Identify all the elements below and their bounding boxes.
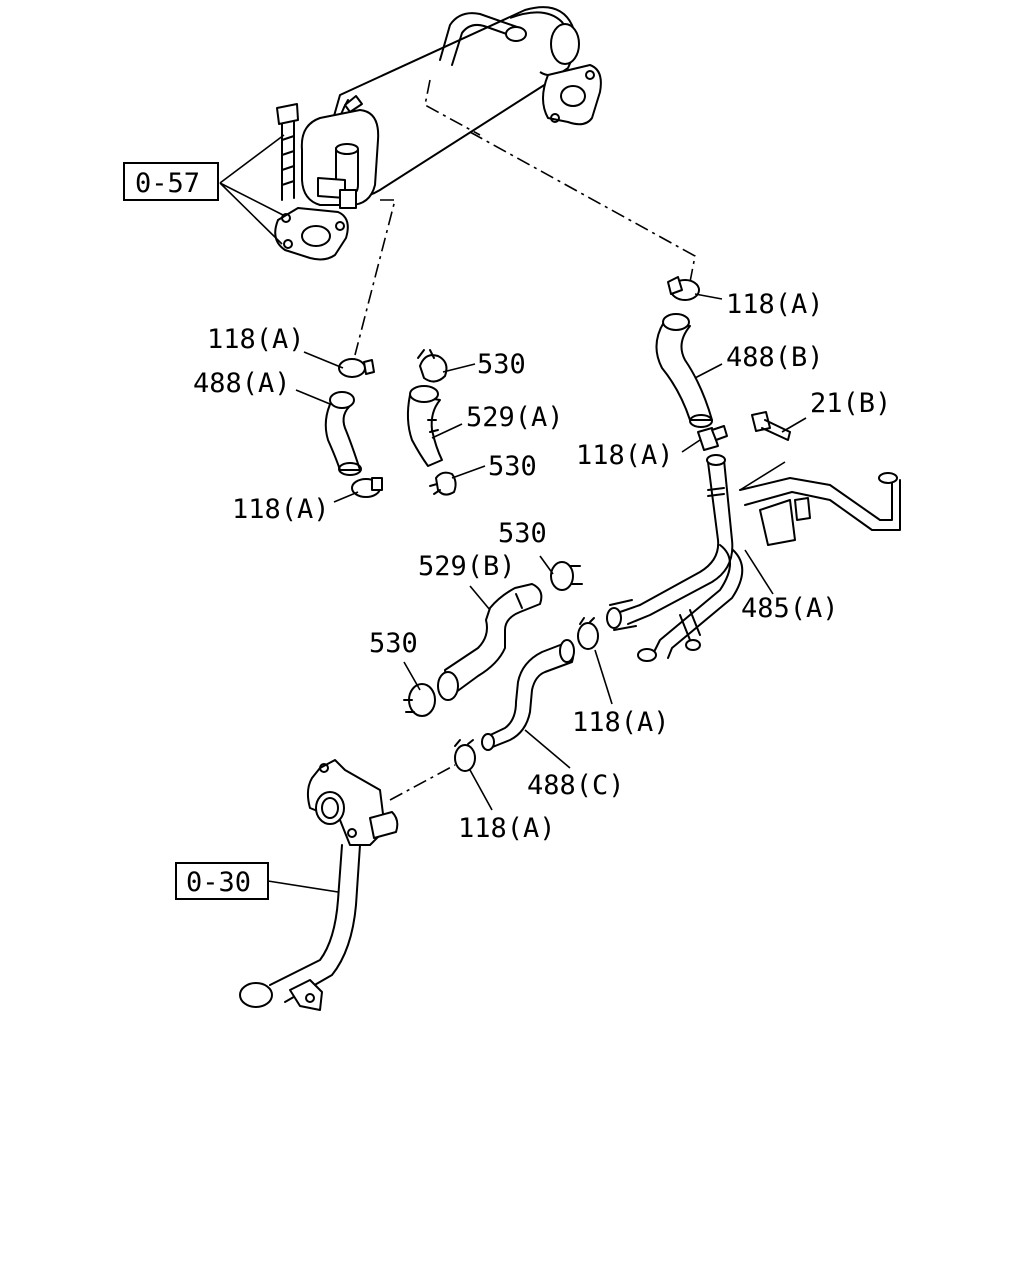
clamp-118a-left-top [338, 358, 375, 378]
callout-530-2[interactable]: 530 [488, 451, 537, 482]
callout-labels: 118(A) 488(B) 21(B) 118(A) 118(A) 488(A)… [193, 289, 891, 844]
callout-118a-top-right[interactable]: 118(A) [726, 289, 824, 320]
callout-530-4[interactable]: 530 [369, 628, 418, 659]
leader-0-57 [219, 134, 285, 245]
bolt-21b [751, 411, 791, 441]
callout-530-3[interactable]: 530 [498, 518, 547, 549]
clamp-530-1 [417, 349, 448, 383]
callout-118a-left-top[interactable]: 118(A) [207, 324, 305, 355]
callout-118a-center[interactable]: 118(A) [572, 707, 670, 738]
pipe-485a [606, 454, 901, 662]
hose-488a [324, 391, 362, 476]
callout-leaders [295, 293, 807, 811]
callout-488c[interactable]: 488(C) [527, 770, 625, 801]
water-pipe-0-30 [239, 759, 399, 1011]
ref-label: 0-57 [135, 168, 200, 199]
connector-0-30-to-488c [389, 764, 456, 801]
egr-cooler [274, 6, 602, 261]
callout-118a-mid-right[interactable]: 118(A) [576, 440, 674, 471]
hose-529b [437, 583, 543, 701]
hose-488b [655, 313, 713, 428]
clamp-118a-top-right [667, 276, 700, 301]
callout-488a[interactable]: 488(A) [193, 368, 291, 399]
connector-cooler-to-488b [469, 131, 696, 283]
ref-label: 0-30 [186, 867, 251, 898]
clamp-118a-center [577, 617, 599, 650]
callout-485a[interactable]: 485(A) [741, 593, 839, 624]
ref-0-30[interactable]: 0-30 [175, 862, 269, 900]
clamp-118a-left-bottom [351, 477, 383, 498]
ref-0-57[interactable]: 0-57 [123, 162, 219, 201]
clamp-530-4 [403, 683, 436, 717]
callout-488b[interactable]: 488(B) [726, 342, 824, 373]
hose-529a [406, 385, 443, 467]
leader-0-30 [267, 880, 339, 893]
clamp-118a-bottom [454, 739, 476, 772]
callout-118a-bottom[interactable]: 118(A) [458, 813, 556, 844]
clamp-118a-mid-right [697, 425, 728, 451]
callout-529a[interactable]: 529(A) [466, 402, 564, 433]
clamp-530-2 [429, 471, 457, 496]
callout-530-1[interactable]: 530 [477, 349, 526, 380]
connector-cooler-to-488a [354, 199, 397, 356]
hose-488c [481, 639, 575, 751]
clamp-530-3 [550, 561, 583, 591]
callout-21b[interactable]: 21(B) [810, 388, 891, 419]
callout-118a-left-bottom[interactable]: 118(A) [232, 494, 330, 525]
callout-529b[interactable]: 529(B) [418, 551, 516, 582]
